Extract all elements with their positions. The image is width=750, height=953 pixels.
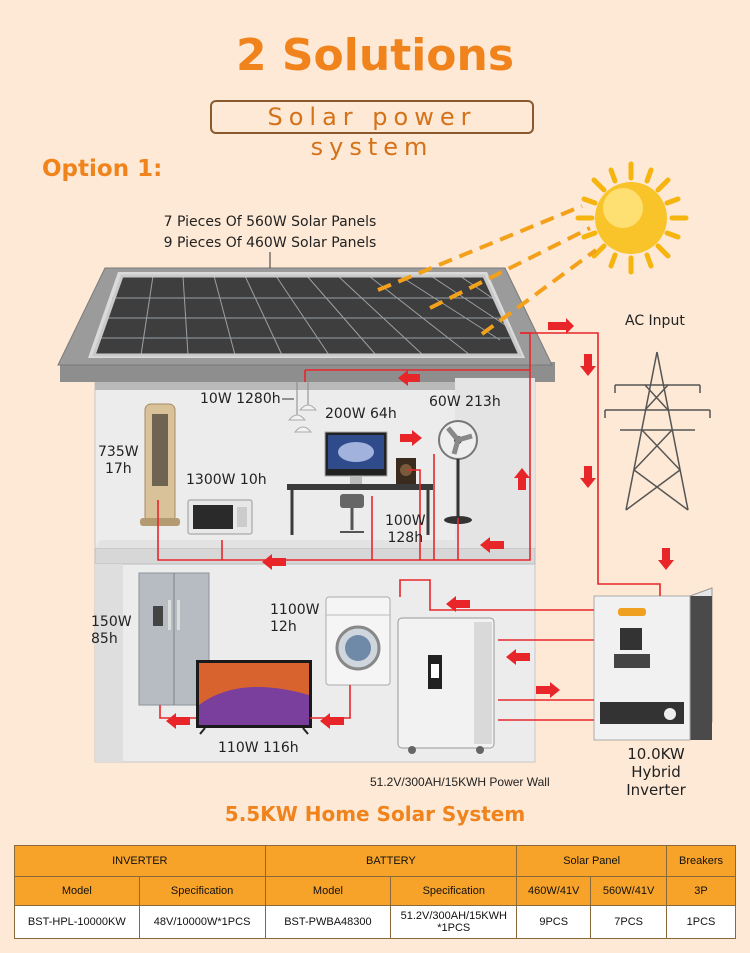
group-battery: BATTERY [264,845,518,877]
speaker-hours: 128h [387,530,424,546]
table-row: BST-HPL-10000KW 48V/10000W*1PCS BST-PWBA… [14,905,736,939]
tower-fan-icon [140,403,180,526]
solar-panels-label: 7 Pieces Of 560W Solar Panels 9 Pieces O… [150,212,390,254]
television-icon [196,660,312,735]
group-breakers: Breakers [666,845,736,877]
table-cell: 51.2V/300AH/15KWH *1PCS [390,905,518,939]
speaker-watts: 100W [385,513,426,529]
column-header: 460W/41V [516,876,592,906]
column-header: 3P [666,876,736,906]
power-wiring [157,332,661,721]
microwave-label: 1300W 10h [186,472,267,488]
table-group-row: INVERTER BATTERY Solar Panel Breakers [14,845,736,877]
solar-panels [91,274,523,357]
washer-label: 1100W 12h [270,602,319,636]
column-header: Model [14,876,140,906]
speaker-label: 100W 128h [385,513,426,547]
pendant-lamp-icon [287,382,318,433]
group-solar-panel: Solar Panel [516,845,668,877]
sun-icon [575,161,689,275]
table-cell: 9PCS [516,905,592,939]
washer-hours: 12h [270,619,297,635]
table-header-row: Model Specification Model Specification … [14,876,736,906]
ac-input-label: AC Input [625,313,685,329]
column-header: 560W/41V [590,876,668,906]
power-pylon-icon [604,351,711,511]
column-header: Model [264,876,392,906]
page-subtitle: Solar power system [210,100,534,161]
power-wall-label: 51.2V/300AH/15KWH Power Wall [370,775,550,789]
page-title: 2 Solutions [235,30,515,81]
microwave-icon [187,499,253,535]
sun-rays [377,204,598,336]
washer-watts: 1100W [270,602,320,618]
table-cell: 48V/10000W*1PCS [138,905,266,939]
table-cell: BST-PWBA48300 [264,905,392,939]
inverter-label: 10.0KW Hybrid Inverter [600,745,712,799]
system-title: 5.5KW Home Solar System [224,802,526,826]
fridge-label: 150W 85h [91,614,132,648]
tower-fan-hours: 17h [104,461,132,477]
solar-system-illustration [57,161,713,763]
inverter-label-line2: Hybrid Inverter [626,763,686,799]
hybrid-inverter-icon [593,587,713,741]
fridge-hours: 85h [91,631,118,647]
table-cell: 1PCS [666,905,736,939]
power-wall-battery-icon [397,617,495,754]
column-header: Specification [390,876,518,906]
inverter-label-line1: 10.0KW [627,745,685,763]
column-header: Specification [138,876,266,906]
table-cell: BST-HPL-10000KW [14,905,140,939]
group-inverter: INVERTER [14,845,266,877]
tv-label: 110W 116h [218,740,299,756]
option-heading: Option 1: [42,156,163,182]
solar-panels-label-line2: 9 Pieces Of 460W Solar Panels [163,235,377,251]
washing-machine-icon [325,596,391,686]
fridge-watts: 150W [91,614,132,630]
computer-label: 200W 64h [325,406,397,422]
fan-label: 60W 213h [429,394,501,410]
power-flow-arrows [166,318,674,729]
computer-desk-icon [287,431,433,535]
spec-table: INVERTER BATTERY Solar Panel Breakers Mo… [14,845,736,939]
tower-fan-watts: 735W [98,444,139,460]
table-cell: 7PCS [590,905,668,939]
solar-panels-label-line1: 7 Pieces Of 560W Solar Panels [163,214,377,230]
tower-fan-label: 735W 17h [98,444,139,478]
lamp-label: 10W 1280h [200,391,281,407]
